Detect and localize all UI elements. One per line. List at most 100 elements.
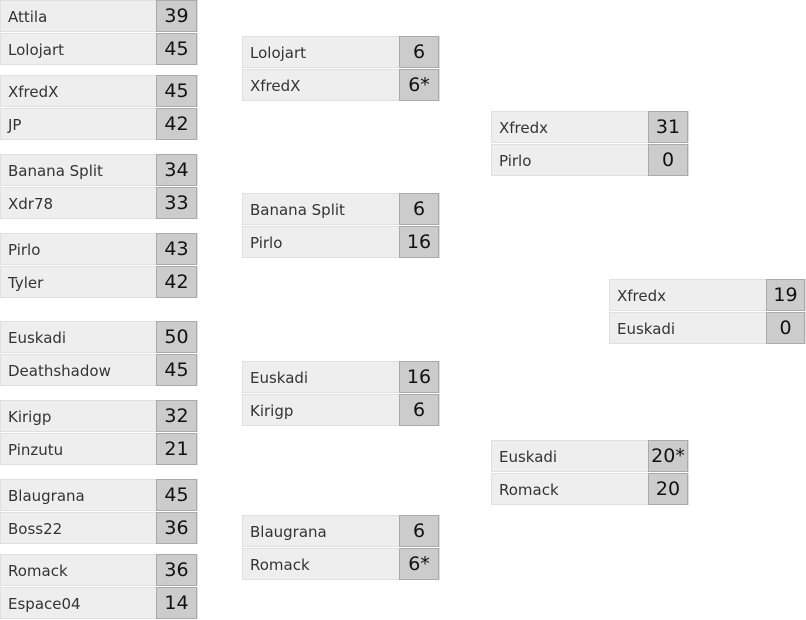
team-name: Pirlo bbox=[250, 234, 283, 252]
team-slot: Blaugrana 45 bbox=[0, 479, 198, 511]
team-slot: Euskadi 0 bbox=[609, 312, 806, 344]
team-slot: Banana Split 34 bbox=[0, 154, 198, 186]
team-score: 6* bbox=[399, 69, 439, 101]
team-score: 14 bbox=[156, 587, 197, 619]
team-slot: Espace04 14 bbox=[0, 587, 198, 619]
team-score: 6 bbox=[399, 515, 439, 547]
team-score: 45 bbox=[156, 479, 197, 511]
team-slot: XfredX 6* bbox=[242, 69, 440, 101]
team-name: Xfredx bbox=[499, 119, 549, 137]
team-slot: Romack 36 bbox=[0, 554, 198, 586]
match-r2-4: Blaugrana 6 Romack 6* bbox=[242, 515, 440, 580]
team-score: 42 bbox=[156, 266, 197, 298]
team-slot: Euskadi 20* bbox=[491, 440, 689, 472]
team-name: Espace04 bbox=[8, 595, 81, 613]
team-name: Pirlo bbox=[499, 152, 532, 170]
team-slot: Pirlo 16 bbox=[242, 226, 440, 258]
team-name: Euskadi bbox=[8, 329, 67, 347]
team-slot: Pinzutu 21 bbox=[0, 433, 198, 465]
team-name: Deathshadow bbox=[8, 362, 111, 380]
team-score: 20* bbox=[648, 440, 688, 472]
team-name: Romack bbox=[250, 556, 310, 574]
team-slot: Romack 6* bbox=[242, 548, 440, 580]
match-r1-7: Blaugrana 45 Boss22 36 bbox=[0, 479, 198, 544]
team-name: Attila bbox=[8, 8, 48, 26]
team-slot: Attila 39 bbox=[0, 0, 198, 32]
team-score: 16 bbox=[399, 226, 439, 258]
team-score: 42 bbox=[156, 108, 197, 140]
match-final: Xfredx 19 Euskadi 0 bbox=[609, 279, 806, 344]
team-name: Kirigp bbox=[8, 408, 52, 426]
team-name: Romack bbox=[499, 481, 559, 499]
team-name: Romack bbox=[8, 562, 68, 580]
match-semifinal-1: Xfredx 31 Pirlo 0 bbox=[491, 111, 689, 176]
team-slot: Euskadi 50 bbox=[0, 321, 198, 353]
match-r1-5: Euskadi 50 Deathshadow 45 bbox=[0, 321, 198, 386]
team-name: Banana Split bbox=[250, 201, 345, 219]
team-score: 43 bbox=[156, 233, 197, 265]
team-score: 6* bbox=[399, 548, 439, 580]
team-name: Euskadi bbox=[250, 369, 309, 387]
team-score: 0 bbox=[648, 144, 688, 176]
match-r1-2: XfredX 45 JP 42 bbox=[0, 75, 198, 140]
match-r2-1: Lolojart 6 XfredX 6* bbox=[242, 36, 440, 101]
team-name: Xdr78 bbox=[8, 195, 54, 213]
team-score: 45 bbox=[156, 354, 197, 386]
team-score: 6 bbox=[399, 394, 439, 426]
match-r1-6: Kirigp 32 Pinzutu 21 bbox=[0, 400, 198, 465]
team-name: JP bbox=[8, 116, 22, 134]
team-name: Lolojart bbox=[8, 41, 65, 59]
team-name: XfredX bbox=[250, 77, 301, 95]
team-name: Banana Split bbox=[8, 162, 103, 180]
team-score: 6 bbox=[399, 36, 439, 68]
team-slot: Lolojart 6 bbox=[242, 36, 440, 68]
team-slot: Xfredx 31 bbox=[491, 111, 689, 143]
team-slot: Romack 20 bbox=[491, 473, 689, 505]
team-score: 34 bbox=[156, 154, 197, 186]
team-slot: Deathshadow 45 bbox=[0, 354, 198, 386]
team-score: 21 bbox=[156, 433, 197, 465]
team-name: Euskadi bbox=[499, 448, 558, 466]
team-slot: Xdr78 33 bbox=[0, 187, 198, 219]
match-r1-3: Banana Split 34 Xdr78 33 bbox=[0, 154, 198, 219]
team-score: 0 bbox=[766, 312, 805, 344]
team-slot: Tyler 42 bbox=[0, 266, 198, 298]
team-score: 19 bbox=[766, 279, 805, 311]
team-score: 45 bbox=[156, 75, 197, 107]
team-slot: Kirigp 32 bbox=[0, 400, 198, 432]
team-name: Boss22 bbox=[8, 520, 63, 538]
team-score: 33 bbox=[156, 187, 197, 219]
team-name: Tyler bbox=[8, 274, 44, 292]
team-score: 31 bbox=[648, 111, 688, 143]
team-name: Blaugrana bbox=[250, 523, 327, 541]
team-name: XfredX bbox=[8, 83, 59, 101]
team-slot: Boss22 36 bbox=[0, 512, 198, 544]
team-name: Euskadi bbox=[617, 320, 676, 338]
team-score: 16 bbox=[399, 361, 439, 393]
team-slot: Blaugrana 6 bbox=[242, 515, 440, 547]
team-name: Blaugrana bbox=[8, 487, 85, 505]
team-name: Pinzutu bbox=[8, 441, 64, 459]
team-score: 50 bbox=[156, 321, 197, 353]
team-score: 32 bbox=[156, 400, 197, 432]
team-slot: Pirlo 0 bbox=[491, 144, 689, 176]
team-score: 20 bbox=[648, 473, 688, 505]
team-slot: Xfredx 19 bbox=[609, 279, 806, 311]
team-score: 36 bbox=[156, 512, 197, 544]
team-slot: JP 42 bbox=[0, 108, 198, 140]
team-score: 39 bbox=[156, 0, 197, 32]
team-name: Lolojart bbox=[250, 44, 307, 62]
match-semifinal-2: Euskadi 20* Romack 20 bbox=[491, 440, 689, 505]
team-score: 36 bbox=[156, 554, 197, 586]
team-slot: XfredX 45 bbox=[0, 75, 198, 107]
team-name: Xfredx bbox=[617, 287, 667, 305]
